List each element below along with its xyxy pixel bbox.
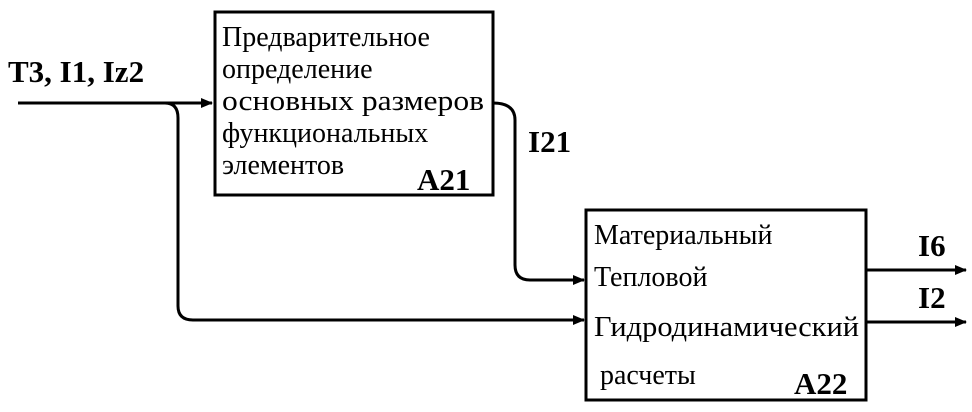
function-box-a21 xyxy=(213,10,495,197)
a22-text-line-1: Материальный xyxy=(594,220,772,251)
link-arrow-a21-to-a22 xyxy=(492,101,585,285)
a21-text-line-1: Предварительное xyxy=(222,22,430,53)
output-label-i2: I2 xyxy=(918,280,946,315)
a21-id-label: A21 xyxy=(417,162,470,197)
a21-text-line-4: функциональных xyxy=(222,118,428,149)
a21-text-line-2: определение xyxy=(222,54,373,85)
input-branch-arrow-to-a22 xyxy=(164,101,585,325)
a21-text-line-3: основных размеров xyxy=(222,86,484,117)
input-label: T3, I1, Iz2 xyxy=(8,54,144,89)
output-label-i6: I6 xyxy=(918,228,946,263)
a22-text-line-2: Тепловой xyxy=(594,262,707,293)
link-label-i21: I21 xyxy=(528,124,571,159)
a22-text-line-4: расчеты xyxy=(600,360,696,391)
function-box-a22 xyxy=(584,208,868,402)
a21-text-line-5: элементов xyxy=(222,150,344,181)
a22-text-line-3: Гидродинамический xyxy=(594,312,859,343)
a22-id-label: A22 xyxy=(794,366,847,401)
